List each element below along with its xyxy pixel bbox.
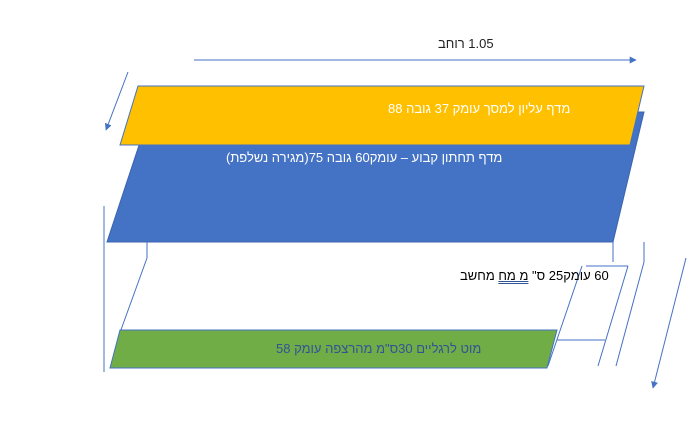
computer-depth-part3: מ מח	[498, 268, 529, 283]
footrest-label: מוט לרגליים 30ס"מ מהרצפה עומק 58	[276, 341, 482, 356]
leg-left-back-slant	[117, 257, 148, 339]
computer-depth-label: 60 עומק25 ס" מ מח מחשב	[460, 268, 609, 283]
compartment-right	[597, 265, 629, 367]
computer-depth-part1: 60 עומק	[563, 268, 609, 283]
top-shelf	[119, 85, 645, 146]
width-label: 1.05 רוחב	[438, 36, 494, 51]
compartment-left-slant	[547, 265, 583, 367]
footrest-bar	[109, 329, 558, 369]
computer-depth-part2: 25 ס"	[528, 268, 564, 283]
computer-depth-part4: מחשב	[460, 268, 499, 283]
leg-right-back-slant	[615, 261, 645, 367]
bottom-shelf-label: מדף תחתון קבוע – עומק60 גובה 75(מגירה נש…	[226, 150, 503, 165]
left-depth-arrow	[104, 71, 129, 131]
top-shelf-label: מדף עליון למסך עומק 37 גובה 88	[388, 101, 571, 116]
right-depth-arrow	[651, 257, 687, 389]
